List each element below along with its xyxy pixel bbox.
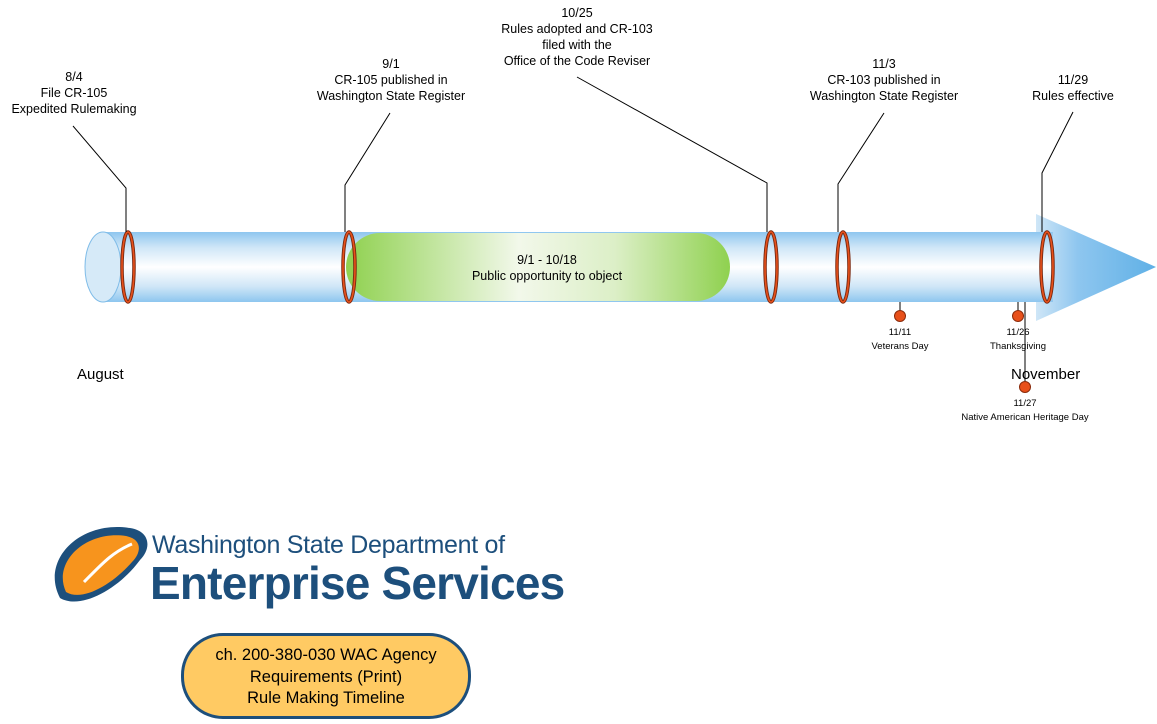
holiday-label: 11/26 Thanksgiving [990,326,1046,354]
milestone-date: 11/29 [1057,73,1089,87]
milestone-date: 11/3 [872,57,896,71]
milestone-ring [1039,230,1055,304]
logo-department-text: Washington State Department of [152,531,505,559]
milestone-label: 10/25 Rules adopted and CR-103 filed wit… [501,5,653,69]
milestone-ring [763,230,779,304]
milestone-ring [835,230,851,304]
timeline-start-cap [84,231,122,303]
month-label-end: November [1011,366,1081,383]
holiday-name: Thanksgiving [990,341,1046,352]
holiday-date: 11/11 [888,327,912,338]
holiday-date: 11/27 [1013,398,1037,409]
milestone-text: Washington State Register [809,89,959,103]
leader-line [344,112,391,232]
milestone-text: Washington State Register [316,89,466,103]
milestone-date: 9/1 [382,57,400,71]
milestone-label: 9/1 CR-105 published in Washington State… [317,56,465,104]
timeline-arrowhead [1036,214,1156,321]
milestone-label: 11/3 CR-103 published in Washington Stat… [810,56,958,104]
holiday-name: Veterans Day [871,341,929,352]
holiday-name: Native American Heritage Day [961,412,1089,423]
milestone-label: 8/4 File CR-105 Expedited Rulemaking [11,69,136,117]
caption-line: Requirements (Print) [249,667,403,686]
milestone-text: Rules effective [1032,89,1114,103]
caption-box: ch. 200-380-030 WAC Agency Requirements … [181,633,471,719]
milestone-text: Office of the Code Reviser [503,54,651,68]
period-band [346,233,730,301]
milestone-ring [341,230,357,304]
period-label: 9/1 - 10/18 Public opportunity to object [472,252,622,284]
holiday-marker [894,310,906,322]
caption-line: ch. 200-380-030 WAC Agency [215,646,437,664]
holiday-label: 11/11 Veterans Day [871,326,928,354]
milestone-text: CR-105 published in [334,73,448,87]
milestone-text: filed with the [542,38,612,52]
milestone-text: Expedited Rulemaking [11,102,137,116]
holiday-marker [1019,381,1031,393]
milestone-label: 11/29 Rules effective [1032,72,1114,104]
milestone-ring [120,230,136,304]
period-text: Public opportunity to object [471,269,623,283]
milestone-text: CR-103 published in [827,73,941,87]
leader-line [1041,111,1074,232]
milestone-text: File CR-105 [40,86,108,100]
period-range: 9/1 - 10/18 [517,253,577,267]
enterprise-services-logo-mark [54,526,148,602]
holiday-date: 11/26 [1006,327,1030,338]
milestone-date: 8/4 [65,70,83,84]
holiday-marker [1012,310,1024,322]
milestone-date: 10/25 [561,6,593,20]
month-label-start: August [77,366,124,383]
leader-line [837,112,885,232]
leader-line [576,76,768,232]
logo-enterprise-services-text: Enterprise Services [150,557,565,609]
caption-line: Rule Making Timeline [247,689,405,707]
milestone-text: Rules adopted and CR-103 [501,22,653,36]
holiday-label: 11/27 Native American Heritage Day [961,397,1088,425]
leader-line [72,125,127,232]
